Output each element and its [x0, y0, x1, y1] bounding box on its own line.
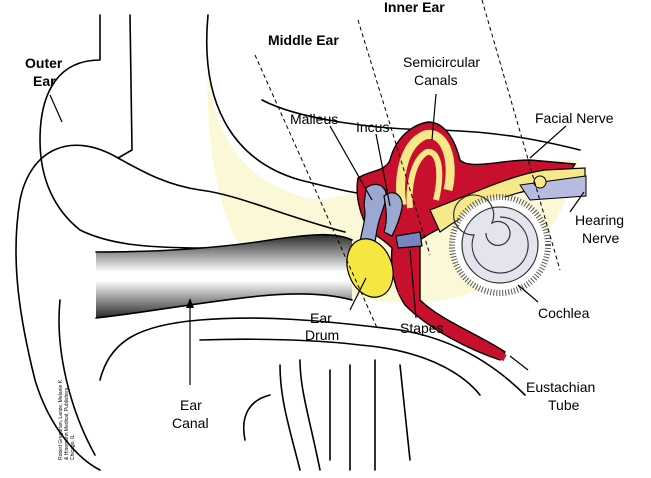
lower-structure-line: [199, 338, 481, 396]
ear-drum-label-line2: Drum: [305, 327, 339, 343]
outer-ear-title-line2: Ear: [33, 73, 56, 89]
ear-canal-wall-top: [95, 233, 353, 253]
inner-ear-title: Inner Ear: [384, 0, 445, 15]
stapes-bone: [395, 231, 423, 249]
eustachian-tube-label-line2: Tube: [548, 397, 580, 413]
outer-ear-inner-fold: [39, 14, 206, 249]
divider-outer-middle: [254, 54, 379, 331]
stapes-label: Stapes: [400, 320, 444, 336]
nerve-ganglion: [533, 175, 547, 189]
ear-shell-line: [117, 157, 346, 233]
leader-malleus: [329, 125, 373, 201]
semicircular-canals-label-line2: Canals: [414, 72, 458, 88]
leader-cochlea: [517, 284, 539, 303]
ear-drum: [346, 238, 394, 298]
credit-line-1: Robert Gregorian, Lanze, Melanie K.: [58, 379, 64, 460]
cochlea-label: Cochlea: [538, 305, 590, 321]
middle-ear-title: Middle Ear: [268, 32, 339, 48]
ear-canal-wall-bottom: [95, 293, 353, 319]
lower-vessels: [243, 359, 411, 471]
leader-eustachian: [509, 355, 529, 371]
ear-canal-label-line1: Ear: [180, 397, 202, 413]
ear-drum-label-line1: Ear: [310, 310, 332, 326]
skull-upper-line: [205, 14, 381, 196]
leader-outer-ear: [49, 94, 63, 123]
eustachian-tube-label-line1: Eustachian: [526, 379, 595, 395]
divider-inner-right: [481, 0, 561, 271]
hearing-nerve-bundle: [519, 175, 587, 201]
leader-hearing-nerve: [569, 191, 585, 213]
leader-ear-drum: [349, 277, 367, 311]
eustachian-tube: [397, 287, 507, 362]
ear-canal-tube: [96, 234, 352, 318]
ear-canal-label-line2: Canal: [172, 415, 209, 431]
hearing-nerve-label-line2: Nerve: [582, 230, 620, 246]
leader-facial-nerve: [529, 125, 567, 159]
hearing-nerve-label-line1: Hearing: [575, 212, 624, 228]
facial-nerve-label: Facial Nerve: [535, 110, 614, 126]
outer-ear-title-line1: Outer: [25, 55, 63, 71]
outer-ear-outline: [15, 14, 133, 471]
credit-block: Robert Gregorian, Lanze, Melanie K. & Hi…: [58, 379, 76, 460]
incus-bone: [383, 192, 403, 237]
leader-semicircular: [431, 93, 437, 141]
semicircular-canal-loop-1: [396, 130, 455, 206]
credit-line-2: & Hinemann Medical, Publishers: [64, 387, 70, 460]
credit-line-3: Chicago, IL: [70, 434, 76, 460]
semicircular-canals-label-line1: Semicircular: [403, 54, 480, 70]
leader-stapes: [409, 249, 417, 319]
malleus-label: Malleus: [290, 111, 338, 127]
leader-incus: [375, 133, 391, 207]
incus-label: Incus: [356, 119, 389, 135]
divider-middle-inner: [357, 19, 431, 256]
cochlea-spiral: [453, 194, 529, 274]
malleus-bone: [359, 183, 387, 254]
lower-ear-lobe: [58, 299, 526, 456]
ear-canal-arrowhead: [186, 298, 194, 308]
